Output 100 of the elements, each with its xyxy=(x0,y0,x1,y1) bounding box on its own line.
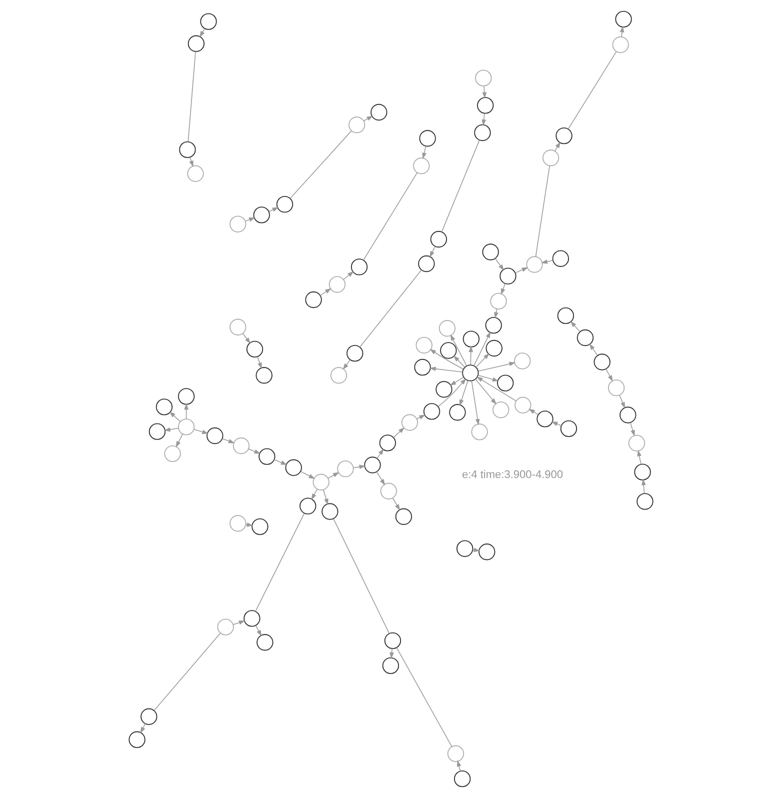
node-circle xyxy=(346,344,363,362)
node-circle xyxy=(304,291,322,308)
node-circle xyxy=(348,116,365,134)
arrow xyxy=(352,464,366,470)
node-circle xyxy=(252,206,270,224)
node-circle xyxy=(276,196,293,213)
arrow xyxy=(300,471,315,479)
node-circle xyxy=(440,342,456,359)
arrow xyxy=(437,378,466,407)
arrow xyxy=(319,288,331,296)
node-circle xyxy=(164,445,180,462)
node-circle xyxy=(299,498,316,514)
arrow xyxy=(193,428,208,434)
node-circle xyxy=(484,316,502,334)
arrow xyxy=(514,267,528,274)
node-circle xyxy=(128,731,145,748)
node-circle xyxy=(474,70,492,86)
node-circle xyxy=(321,503,338,520)
arrow xyxy=(221,438,234,444)
connector xyxy=(358,270,422,348)
node-circle xyxy=(593,354,610,370)
connector xyxy=(153,632,220,711)
arrow xyxy=(605,368,612,382)
node-circle xyxy=(350,258,368,276)
node-circle xyxy=(490,292,506,310)
connector xyxy=(440,140,480,232)
arrow xyxy=(199,28,204,38)
node-circle xyxy=(607,379,624,396)
node-circle xyxy=(474,124,490,142)
arrow xyxy=(322,489,328,506)
arrow xyxy=(636,450,641,465)
arrow xyxy=(232,620,245,625)
arrow xyxy=(570,320,580,332)
arrow xyxy=(500,283,506,295)
node-circle xyxy=(255,367,272,384)
node-circle xyxy=(514,352,530,370)
node-circle xyxy=(155,398,172,416)
arrow xyxy=(449,376,464,386)
connector xyxy=(254,513,304,612)
arrow xyxy=(248,448,260,454)
arrow xyxy=(588,344,598,356)
node-circle xyxy=(560,420,577,438)
arrow xyxy=(429,349,464,370)
node-circle xyxy=(206,427,223,444)
node-circle xyxy=(415,336,432,354)
arrow xyxy=(629,422,634,436)
arrow xyxy=(494,308,498,318)
connector xyxy=(187,51,196,142)
arrow xyxy=(376,448,384,459)
node-circle xyxy=(612,36,628,54)
label: e:4 time:3.900-4.900 xyxy=(461,468,563,481)
arrow xyxy=(428,366,462,372)
node-circle xyxy=(200,13,216,30)
connector xyxy=(534,165,550,258)
node-circle xyxy=(636,493,653,510)
node-circle xyxy=(418,130,436,147)
node-circle xyxy=(177,388,194,405)
arrow xyxy=(168,411,180,422)
arrow xyxy=(389,648,394,659)
arrow xyxy=(476,376,516,402)
arrow xyxy=(540,259,553,264)
arrow xyxy=(327,472,339,479)
arrow xyxy=(342,359,350,370)
node-circle xyxy=(140,708,157,725)
arrow xyxy=(242,333,250,344)
arrow xyxy=(640,478,646,494)
node-circle xyxy=(542,150,559,166)
connector xyxy=(567,51,616,130)
node-circle xyxy=(422,403,440,420)
arrow xyxy=(458,380,468,406)
arrow xyxy=(477,362,516,372)
node-circle xyxy=(246,340,263,358)
node-circle xyxy=(229,318,246,336)
arrow xyxy=(342,271,354,280)
node-circle xyxy=(552,250,569,267)
arrow xyxy=(163,427,178,432)
node-circle xyxy=(556,307,574,324)
node-circle xyxy=(418,255,434,272)
arrow xyxy=(392,427,404,438)
arrow xyxy=(452,356,465,368)
arrow xyxy=(188,156,193,168)
node-circle xyxy=(499,268,516,284)
connector xyxy=(289,130,352,199)
node-circle xyxy=(470,424,488,440)
node-circle xyxy=(370,104,387,121)
node-circle xyxy=(364,456,380,474)
arrow xyxy=(618,394,625,408)
arrow xyxy=(481,113,486,126)
arrow xyxy=(254,625,262,636)
node-circle xyxy=(229,216,246,232)
node-circle xyxy=(478,544,495,560)
arrow xyxy=(256,356,262,369)
node-circle xyxy=(536,410,553,428)
node-circle xyxy=(243,610,260,627)
node-circle xyxy=(414,358,430,376)
arrow xyxy=(310,488,318,500)
arrow xyxy=(550,422,562,426)
arrow xyxy=(140,723,146,734)
node-circle xyxy=(576,329,594,346)
node-circle xyxy=(485,340,502,357)
